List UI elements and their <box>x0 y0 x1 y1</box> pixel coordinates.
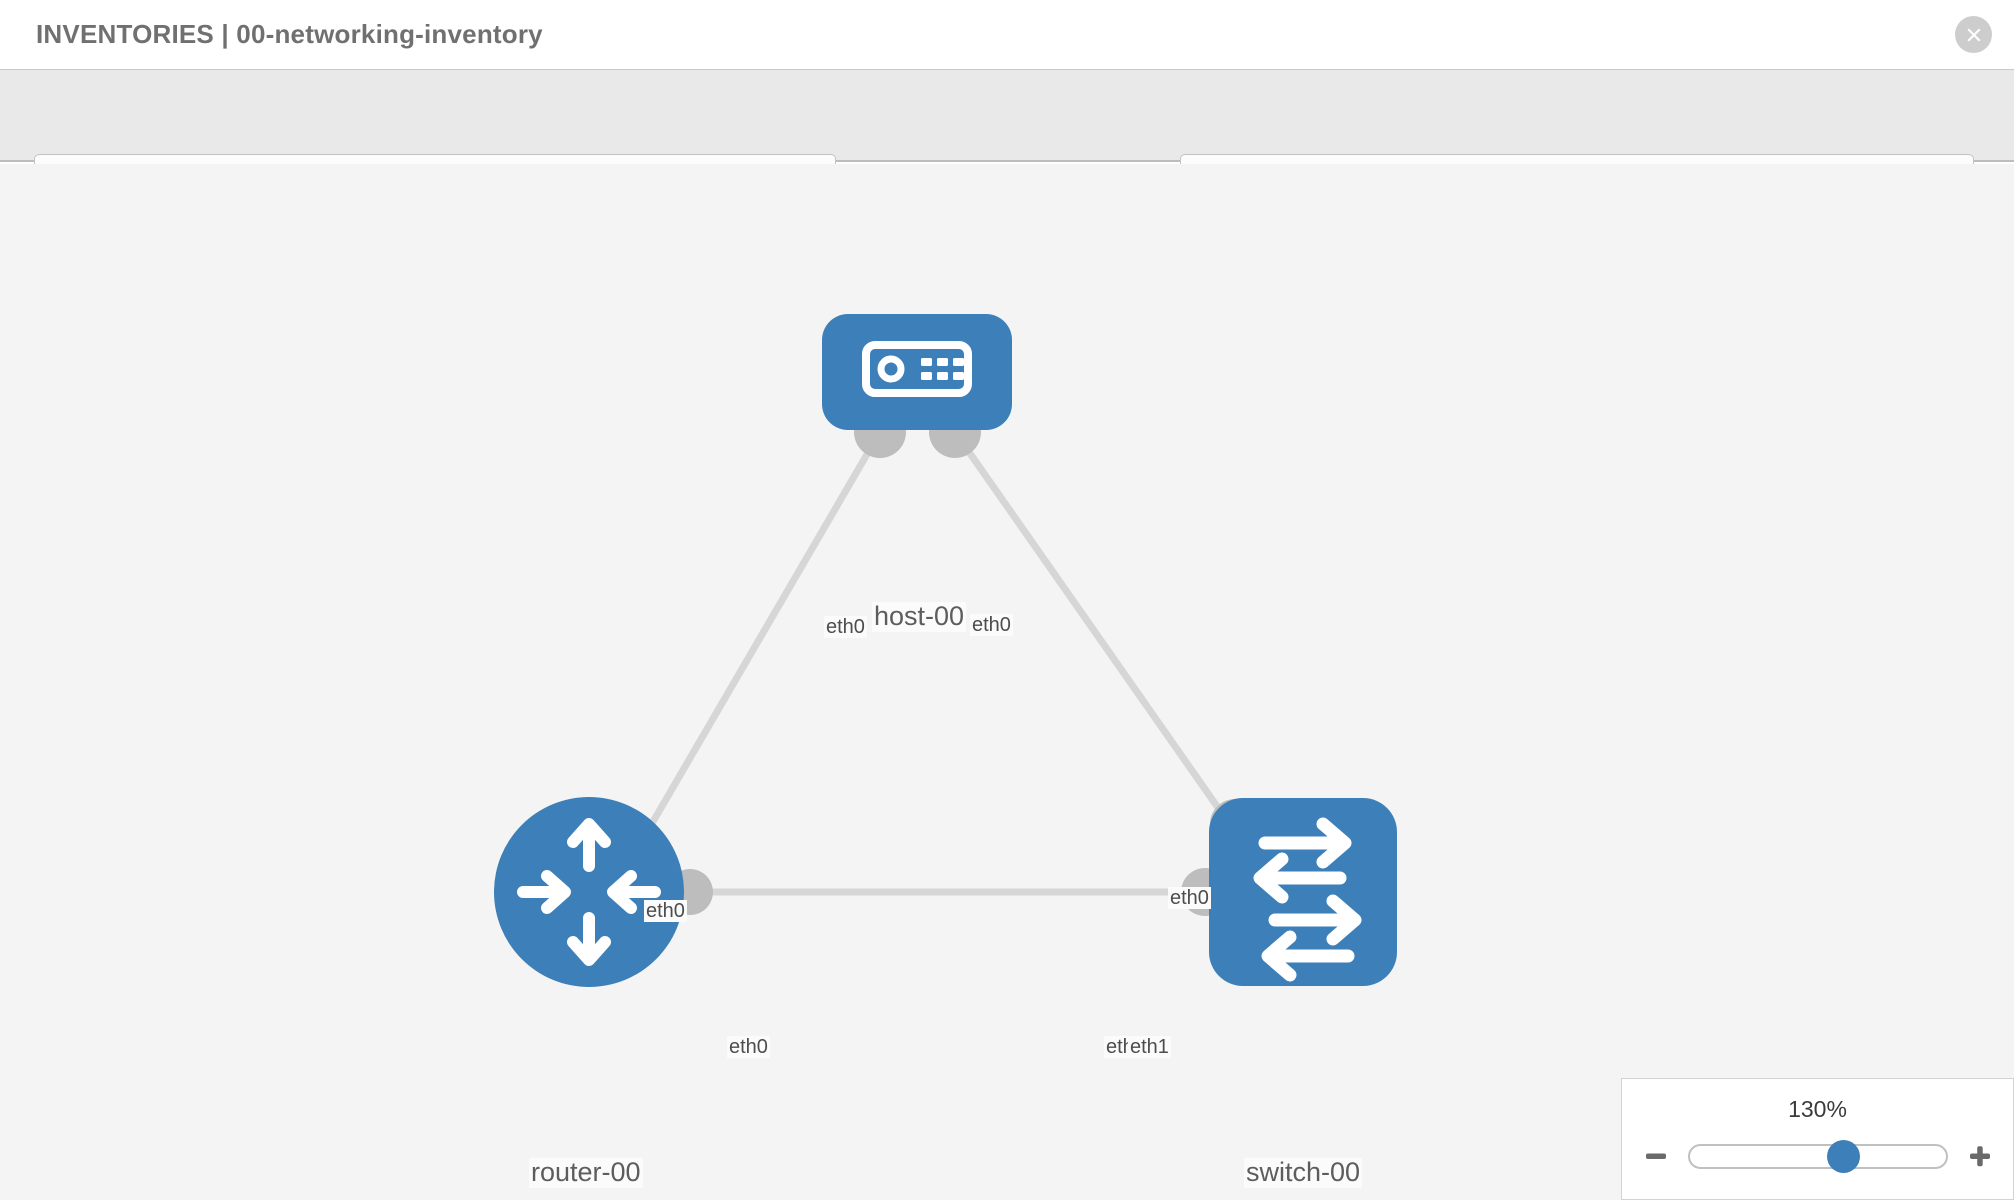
node-switch-00[interactable] <box>1209 798 1397 986</box>
interface-sockets <box>667 406 1260 916</box>
node-label-switch-00: switch-00 <box>1244 1157 1363 1188</box>
zoom-slider-track[interactable] <box>1687 1139 1948 1173</box>
node-label-host-00: host-00 <box>872 601 967 632</box>
link-host00-switch00 <box>952 429 1238 835</box>
topology-graph <box>494 314 1397 987</box>
iface-label-host00-eth0-left: eth0 <box>824 616 867 638</box>
page-title: INVENTORIES | 00-networking-inventory <box>36 19 543 49</box>
link-edges <box>636 429 1238 896</box>
iface-label-router00-eth0: eth0 <box>727 1036 770 1058</box>
iface-label-host00-eth0-right: eth0 <box>970 614 1013 636</box>
toolbar: ACTIONS SEARCH <box>0 69 2014 209</box>
zoom-in-button[interactable] <box>1962 1138 1998 1174</box>
node-router-00[interactable] <box>494 797 684 987</box>
iface-label-router00-eth0-uplink: eth0 <box>644 900 687 922</box>
router-arrows-icon <box>517 818 661 966</box>
server-icon <box>862 341 972 397</box>
topology-canvas[interactable]: eth0 eth0 eth0 eth0 eth0 eth eth1 host-0… <box>0 164 2014 1200</box>
zoom-level-value: 130% <box>1788 1096 1847 1122</box>
iface-label-switch00-eth1: eth1 <box>1128 1036 1171 1058</box>
zoom-control-panel: 130% <box>1621 1078 2014 1200</box>
node-label-router-00: router-00 <box>529 1157 643 1188</box>
node-host-00[interactable] <box>822 314 1012 430</box>
zoom-slider-thumb[interactable] <box>1826 1139 1860 1173</box>
close-icon[interactable] <box>1955 16 1992 53</box>
page-header: INVENTORIES | 00-networking-inventory <box>0 0 2014 69</box>
iface-label-switch00-eth0-uplink: eth0 <box>1168 887 1211 909</box>
zoom-slider-row <box>1622 1135 2013 1177</box>
zoom-out-button[interactable] <box>1638 1138 1674 1174</box>
iface-label-switch00-overlap: eth <box>1104 1036 1136 1058</box>
switch-arrows-icon <box>1253 817 1362 982</box>
link-host00-router00 <box>636 430 884 846</box>
